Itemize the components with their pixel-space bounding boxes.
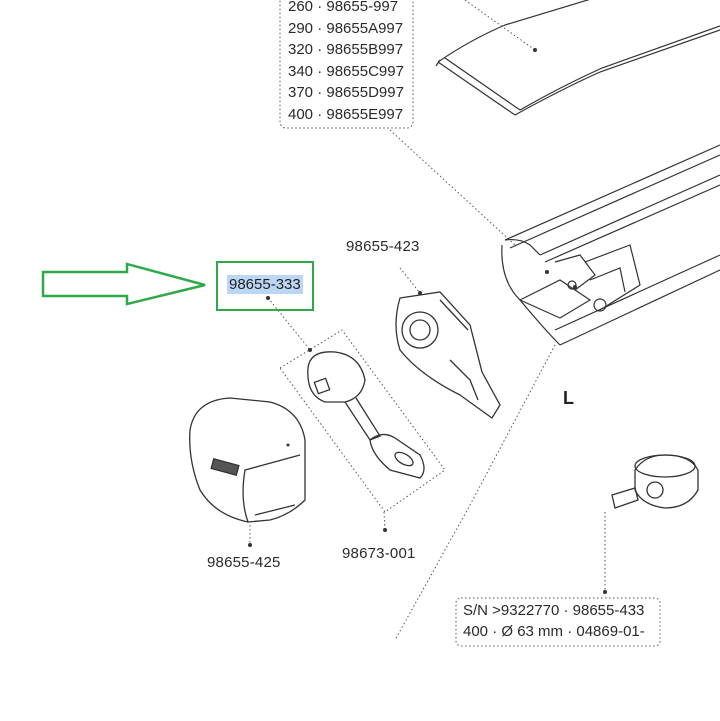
highlight-box: [216, 261, 314, 311]
size-variant-item: 400 · 98655E997: [288, 105, 404, 123]
size-list-frame: [279, 0, 414, 129]
end-cover-part: [189, 397, 306, 523]
clip-part-number: 98673-001: [342, 545, 416, 562]
serial-line-2: 400 · Ø 63 mm · 04869-01-: [463, 623, 645, 640]
side-label: L: [563, 388, 574, 408]
size-variant-item: 370 · 98655D997: [288, 84, 404, 101]
roller-housing: [501, 144, 720, 346]
cover-part-number: 98655-425: [207, 554, 281, 571]
size-list-leader: [389, 129, 516, 246]
size-variant-list: 260 · 98655-997 290 · 98655A997 320 · 98…: [280, 0, 413, 128]
part-group-frame: [279, 329, 446, 513]
size-variant-item: 340 · 98655C997: [288, 62, 404, 80]
serial-info: S/N >9322770 · 98655-433 400 · Ø 63 mm ·…: [456, 598, 660, 646]
bracket-part: [395, 291, 501, 419]
size-variant-item: 320 · 98655B997: [288, 41, 404, 58]
serial-line-1: S/N >9322770 · 98655-433: [463, 602, 645, 619]
size-variant-item: 260 · 98655-997: [288, 0, 399, 15]
bracket-part-number: 98655-423: [346, 238, 420, 255]
size-variant-item: 290 · 98655A997: [288, 19, 404, 37]
serial-box-frame: [455, 597, 661, 647]
handle-part: [307, 351, 425, 479]
drive-adapter-part: [611, 454, 699, 509]
top-cover-profile: [435, 0, 720, 116]
green-pointer-arrow: [41, 262, 206, 306]
highlighted-part-number[interactable]: 98655-333: [227, 275, 303, 294]
